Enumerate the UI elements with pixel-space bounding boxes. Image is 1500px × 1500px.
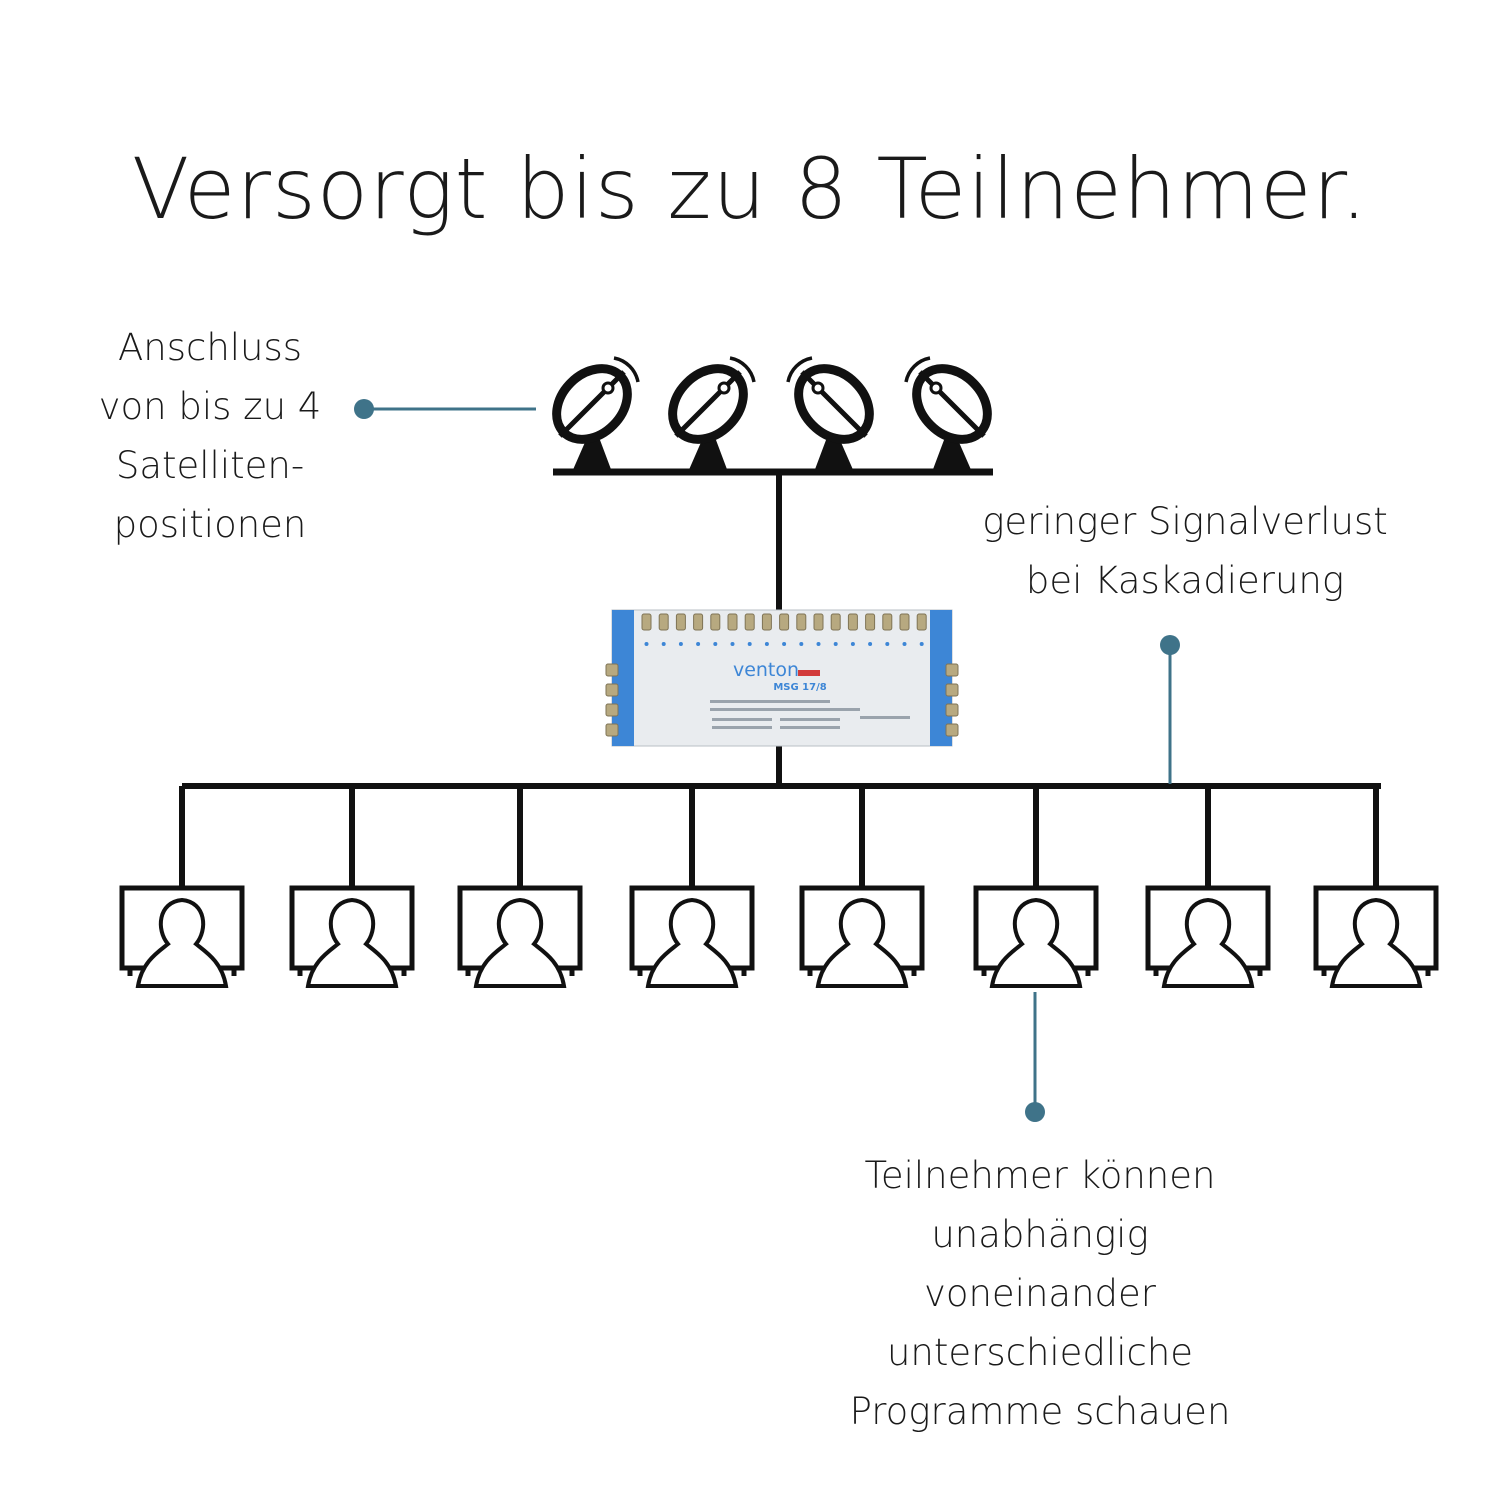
tv-user-icon — [1145, 786, 1271, 988]
tv-user-icon — [289, 786, 415, 988]
satellite-dish-icon — [904, 356, 992, 472]
note-satellite-positions: Anschluss von bis zu 4 Satelliten- posit… — [98, 326, 322, 546]
satellite-dish-icon — [786, 356, 874, 472]
tv-user-icon — [629, 786, 755, 988]
satellite-group — [552, 356, 992, 472]
tv-user-icon — [799, 786, 925, 988]
tv-user-icon — [457, 786, 583, 988]
satellite-dish-icon — [552, 356, 640, 472]
note-cascade: geringer Signalverlust bei Kaskadierung — [982, 500, 1388, 602]
callout-viewers — [1025, 992, 1045, 1122]
callout-cascade — [1160, 635, 1180, 784]
subscriber-group — [119, 786, 1439, 988]
callout-satellites — [354, 399, 536, 419]
tv-user-icon — [1313, 786, 1439, 988]
tv-user-icon — [973, 786, 1099, 988]
tv-user-icon — [119, 786, 245, 988]
page-title: Versorgt bis zu 8 Teilnehmer. — [131, 140, 1369, 238]
device-brand: venton — [733, 659, 799, 681]
satellite-dish-icon — [668, 356, 756, 472]
note-independent-viewing: Teilnehmer können unabhängig voneinander… — [849, 1154, 1231, 1433]
multiswitch-device: venton MSG 17/8 — [605, 609, 959, 747]
device-model: MSG 17/8 — [773, 682, 826, 693]
